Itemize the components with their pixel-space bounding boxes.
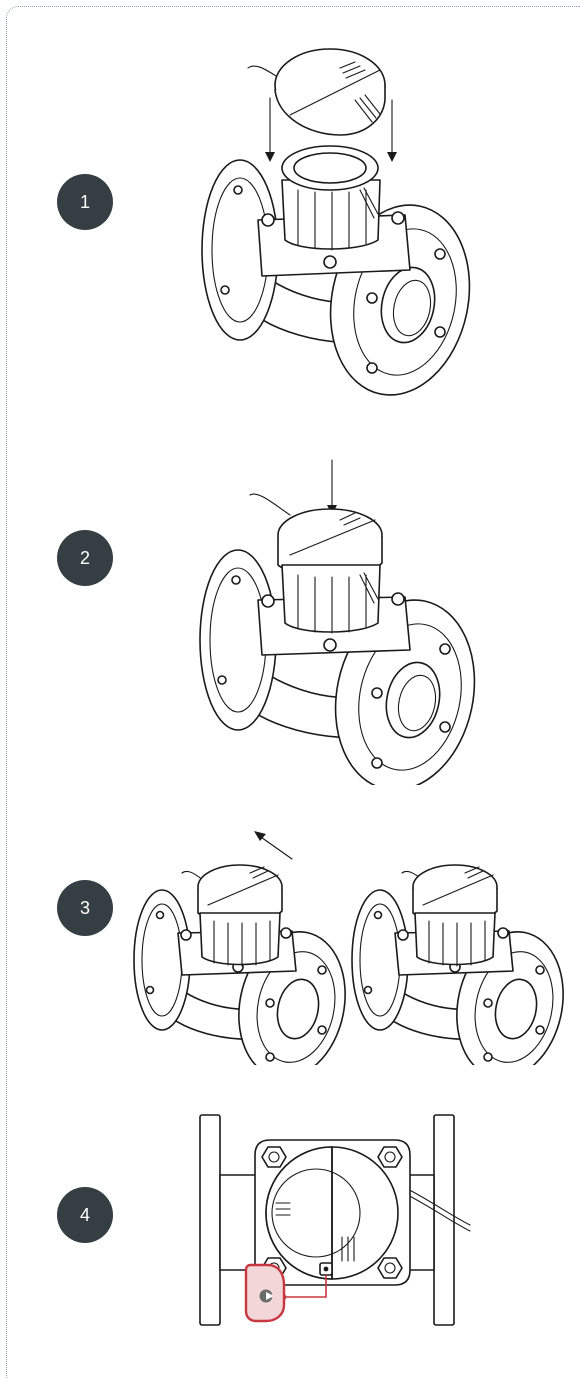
- step-badge-1: 1: [57, 174, 113, 230]
- seal-icon: [244, 1263, 286, 1323]
- meter-illustration-step-3-left: [133, 831, 346, 1065]
- step-badge-3: 3: [57, 880, 113, 936]
- meter-illustration-step-1: [201, 48, 471, 396]
- arrow-icon: [327, 459, 337, 515]
- arrow-icon: [265, 97, 275, 162]
- arrow-icon: [387, 99, 397, 162]
- step-badge-4: 4: [57, 1187, 113, 1243]
- meter-illustration-step-4: [199, 1114, 471, 1326]
- meter-illustration-step-2: [199, 459, 476, 785]
- instruction-panel: [6, 6, 580, 1378]
- arrow-icon: [254, 831, 293, 860]
- meter-illustration-step-3-right: [351, 864, 564, 1065]
- step-badge-2: 2: [57, 530, 113, 586]
